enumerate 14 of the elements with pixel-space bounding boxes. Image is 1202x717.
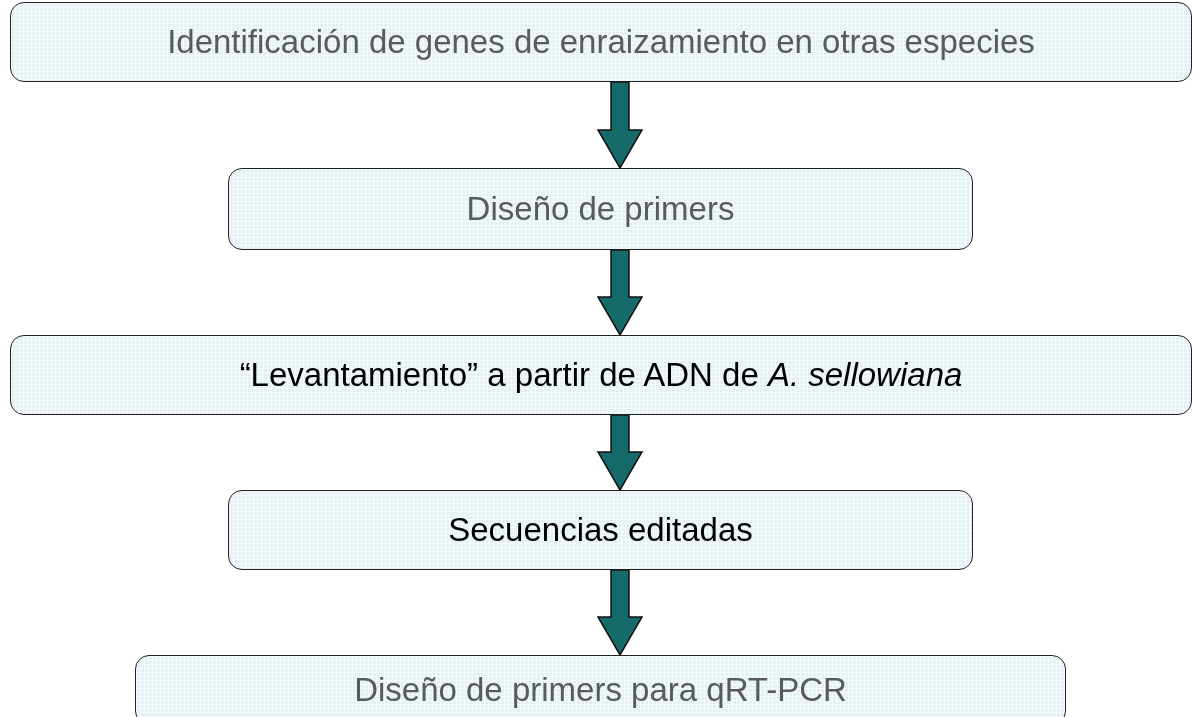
process-box xyxy=(10,335,1192,415)
process-box xyxy=(135,655,1066,717)
process-box xyxy=(10,2,1192,82)
arrow xyxy=(596,249,644,337)
process-box xyxy=(228,168,973,250)
step-text: Diseño de primers para qRT-PCR xyxy=(354,671,847,709)
arrow xyxy=(596,414,644,492)
step-text: “Levantamiento” a partir de ADN de A. sellowiana xyxy=(239,356,963,394)
step-text: Secuencias editadas xyxy=(448,511,753,549)
process-box xyxy=(228,490,973,570)
step-text: Identificación de genes de enraizamiento en otras especies xyxy=(167,23,1035,61)
arrow xyxy=(596,81,644,170)
arrow xyxy=(596,569,644,657)
step-text: Diseño de primers xyxy=(466,190,735,228)
